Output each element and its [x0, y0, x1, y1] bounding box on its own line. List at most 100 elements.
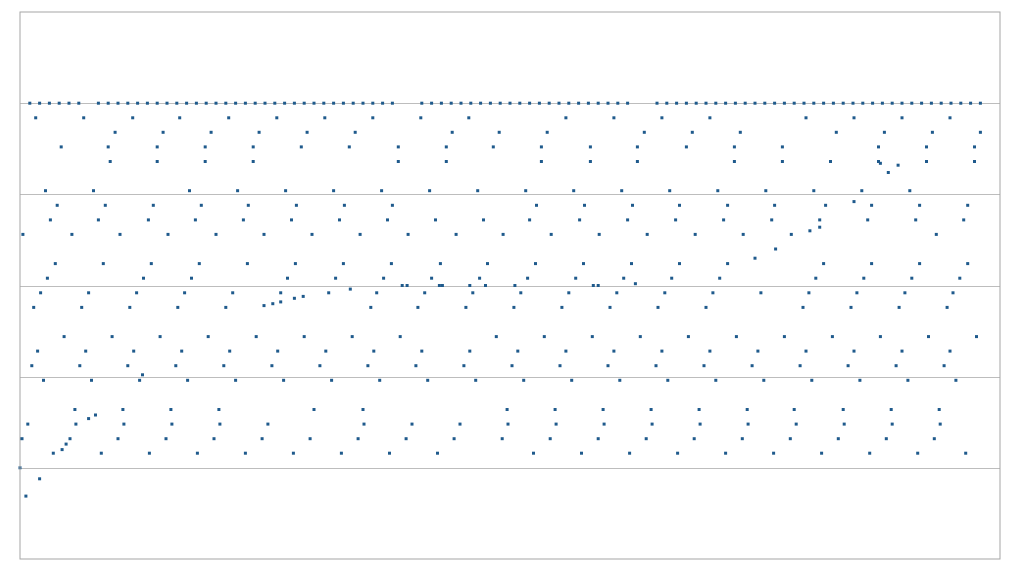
data-point — [68, 437, 72, 441]
data-point — [567, 101, 571, 105]
data-point — [542, 335, 546, 339]
data-point — [406, 232, 410, 236]
data-point — [459, 101, 463, 105]
data-point — [96, 218, 100, 222]
data-point — [257, 130, 261, 134]
data-point — [438, 262, 442, 266]
data-point — [155, 160, 159, 163]
data-point — [586, 101, 590, 105]
data-point — [868, 451, 872, 455]
data-point — [175, 101, 179, 105]
data-point — [942, 364, 946, 368]
data-point — [342, 203, 346, 207]
data-point — [51, 451, 55, 455]
data-point — [482, 218, 485, 222]
data-points — [18, 101, 982, 498]
data-point — [890, 422, 894, 426]
data-point — [423, 291, 427, 295]
data-point — [877, 160, 880, 163]
data-point — [764, 189, 768, 193]
data-point — [851, 101, 855, 105]
data-point — [836, 437, 840, 441]
data-point — [155, 101, 159, 105]
data-point — [136, 101, 140, 105]
data-point — [410, 422, 414, 426]
data-point — [57, 101, 61, 105]
data-point — [245, 262, 249, 266]
data-point — [726, 203, 730, 207]
data-point — [602, 422, 606, 426]
data-point — [732, 145, 736, 149]
data-point — [164, 437, 168, 441]
data-point — [818, 225, 822, 229]
data-point — [772, 451, 776, 455]
data-point — [582, 262, 585, 266]
data-point — [214, 232, 218, 236]
data-point — [549, 232, 553, 236]
data-point — [293, 262, 297, 266]
data-point — [145, 101, 149, 105]
data-point — [116, 101, 120, 105]
data-point — [852, 200, 856, 204]
data-point — [498, 101, 502, 105]
data-point — [158, 335, 162, 339]
data-point — [506, 422, 510, 426]
data-point — [341, 262, 345, 266]
data-point — [718, 276, 722, 280]
data-point — [101, 262, 105, 266]
data-point — [108, 160, 112, 163]
data-point — [914, 218, 918, 222]
data-point — [626, 218, 630, 222]
data-point — [855, 291, 859, 295]
data-point — [698, 422, 702, 426]
data-point — [567, 291, 571, 295]
data-point — [228, 349, 232, 353]
data-point — [224, 101, 228, 105]
data-point — [937, 408, 941, 411]
data-point — [692, 437, 696, 441]
data-point — [284, 189, 288, 193]
data-point — [341, 101, 345, 105]
data-point — [430, 276, 434, 280]
data-point — [626, 101, 630, 105]
data-point — [678, 262, 681, 266]
data-point — [464, 305, 468, 309]
data-point — [251, 160, 255, 163]
data-point — [535, 203, 538, 207]
data-point — [195, 451, 199, 455]
data-point — [87, 417, 91, 421]
data-point — [884, 437, 888, 441]
data-point — [596, 284, 600, 287]
data-point — [262, 304, 266, 308]
data-point — [750, 364, 754, 368]
data-point — [271, 302, 275, 306]
data-point — [645, 232, 649, 236]
data-point — [929, 101, 933, 105]
data-point — [932, 437, 936, 441]
data-point — [900, 101, 904, 105]
data-point — [975, 335, 978, 339]
data-point — [474, 378, 478, 382]
data-point — [84, 349, 88, 353]
data-point — [292, 296, 296, 300]
data-point — [674, 218, 678, 222]
data-point — [440, 284, 444, 287]
data-point — [209, 130, 213, 134]
data-point — [759, 291, 763, 295]
data-point — [570, 378, 574, 382]
data-point — [547, 101, 551, 105]
data-point — [299, 145, 303, 149]
data-point — [635, 145, 639, 149]
data-point — [437, 284, 441, 287]
data-point — [564, 349, 568, 353]
data-point — [468, 349, 472, 353]
data-point — [82, 116, 86, 120]
data-point — [708, 349, 712, 353]
data-point — [649, 408, 653, 411]
data-point — [812, 101, 816, 105]
data-point — [358, 232, 362, 236]
data-point — [528, 101, 532, 105]
data-point — [860, 189, 864, 193]
data-point — [356, 437, 360, 441]
data-point — [897, 305, 901, 309]
